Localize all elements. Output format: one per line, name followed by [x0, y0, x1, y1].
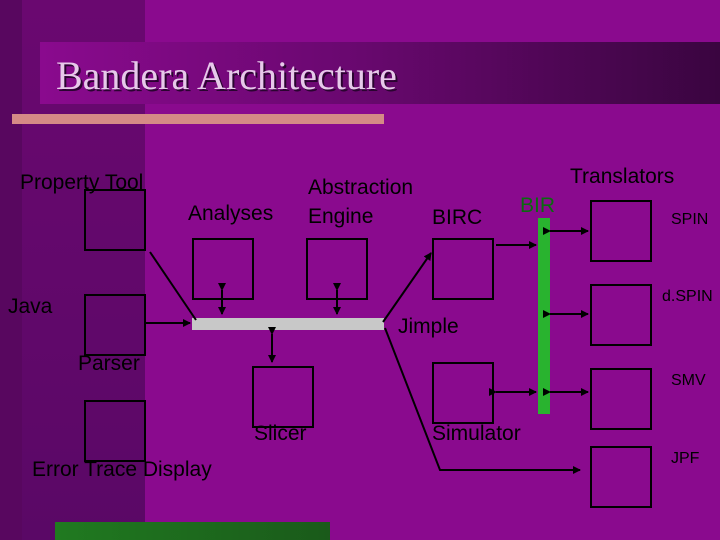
simulator-box [432, 362, 494, 424]
label-birc: BIRC [432, 206, 483, 229]
analyses-box [192, 238, 254, 300]
bir-bus [538, 218, 550, 414]
label-analyses: Analyses [188, 202, 274, 225]
dspin-box [590, 284, 652, 346]
label-jpf: JPF [671, 450, 700, 467]
jpf-box [590, 446, 652, 508]
label-engine: Engine [308, 205, 374, 228]
label-java: Java [8, 295, 53, 318]
label-bir: BIR [520, 194, 556, 217]
label-jimple: Jimple [398, 315, 459, 338]
label-error-trace-display: Error Trace Display [32, 458, 212, 481]
title-underline [12, 114, 384, 124]
property-tool-box [84, 189, 146, 251]
wire-bus-birc [382, 252, 432, 323]
birc-box [432, 238, 494, 300]
label-property-tool: Property Tool [20, 171, 144, 194]
wire-property-tool-bus [149, 251, 197, 321]
page-title: Bandera Architecture [56, 53, 397, 98]
label-parser: Parser [78, 352, 140, 375]
label-slicer: Slicer [254, 422, 307, 445]
abstraction-engine-box [306, 238, 368, 300]
spin-box [590, 200, 652, 262]
smv-box [590, 368, 652, 430]
label-simulator: Simulator [432, 422, 521, 445]
background-left-stripe [0, 0, 22, 540]
label-smv: SMV [671, 372, 706, 389]
title-band [40, 42, 720, 104]
slicer-box [252, 366, 314, 428]
java-parser-box [84, 294, 146, 356]
error-trace-box [84, 400, 146, 462]
label-abstraction: Abstraction [308, 176, 414, 199]
label-translators: Translators [570, 165, 675, 188]
label-spin: SPIN [671, 211, 709, 228]
label-dspin: d.SPIN [662, 288, 713, 305]
wire-bus-error-trace [384, 327, 581, 474]
bottom-accent-bar [55, 522, 330, 540]
jimple-bus [192, 318, 384, 330]
